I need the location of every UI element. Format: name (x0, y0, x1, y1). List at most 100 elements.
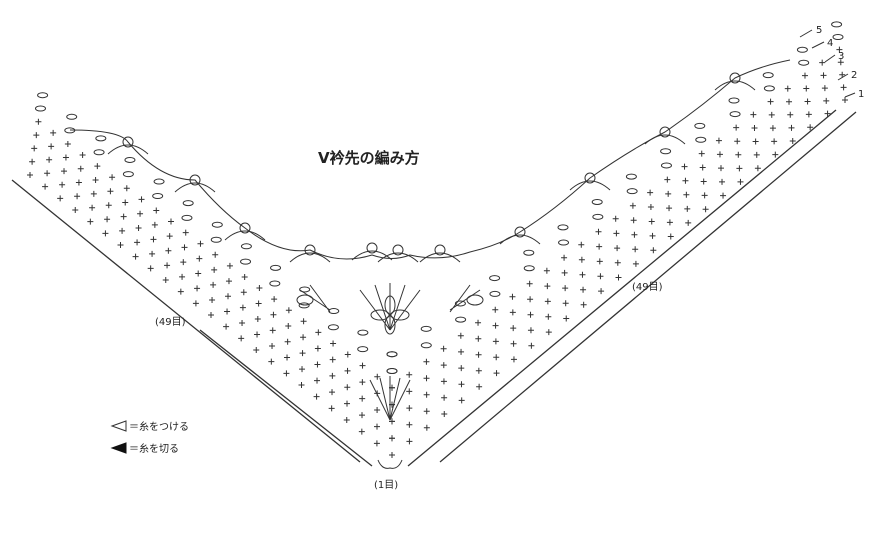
chain-stitch (357, 346, 369, 353)
single-crochet-stitch (314, 377, 321, 384)
single-crochet-stitch (820, 72, 827, 79)
stitch-mark (46, 156, 53, 163)
single-crochet-stitch (595, 228, 602, 235)
single-crochet-stitch (423, 391, 430, 398)
stitch-mark (239, 319, 246, 326)
stitch-mark (736, 165, 743, 172)
stitch-mark (42, 183, 49, 190)
row-number-1: 1 (858, 89, 864, 100)
single-crochet-stitch (253, 347, 260, 353)
single-crochet-stitch (441, 411, 448, 418)
single-crochet-stitch (389, 452, 395, 458)
single-crochet-stitch (632, 260, 639, 267)
single-crochet-stitch (358, 428, 365, 435)
single-crochet-stitch (807, 124, 814, 131)
single-crochet-stitch (166, 233, 173, 240)
single-crochet-stitch (684, 205, 691, 212)
stitch-mark (314, 345, 321, 352)
stitch-mark (423, 391, 430, 398)
filled-triangle-icon (110, 442, 127, 454)
stitch-mark (225, 293, 232, 300)
stitch-mark (182, 229, 189, 236)
single-crochet-stitch (182, 229, 189, 236)
stitch-mark (699, 164, 706, 171)
single-crochet-stitch (285, 322, 292, 329)
single-crochet-stitch (475, 367, 482, 374)
stitch-mark (578, 241, 585, 248)
single-crochet-stitch (510, 325, 517, 332)
stitch-mark (509, 293, 516, 300)
chain-stitch (489, 290, 501, 297)
single-crochet-stitch (359, 395, 366, 402)
stitch-mark (510, 325, 517, 332)
single-crochet-stitch (344, 384, 351, 391)
single-crochet-stitch (208, 312, 214, 318)
single-crochet-stitch (614, 259, 621, 266)
chain-stitch (66, 113, 78, 120)
chain-stitch (558, 239, 570, 246)
single-crochet-stitch (285, 307, 292, 314)
stitch-mark (123, 185, 130, 192)
picot-arch (351, 250, 393, 261)
single-crochet-stitch (359, 362, 366, 369)
single-crochet-stitch (134, 239, 141, 246)
stitch-mark (107, 188, 114, 195)
stitch-mark (440, 362, 447, 369)
chain-stitch (523, 249, 535, 256)
stitch-mark (767, 98, 774, 105)
single-crochet-stitch (787, 111, 794, 118)
single-crochet-stitch (132, 253, 139, 260)
single-crochet-stitch (29, 158, 36, 165)
picot-arch (289, 252, 331, 263)
stitch-mark (269, 343, 276, 350)
stitch-mark (313, 393, 320, 400)
single-crochet-stitch (256, 285, 263, 292)
single-crochet-stitch (751, 125, 758, 132)
single-crochet-stitch (440, 362, 447, 369)
stitch-mark (50, 129, 57, 136)
stitch-rows (27, 21, 848, 458)
stitch-mark (820, 72, 827, 79)
stitch-mark (314, 361, 321, 368)
single-crochet-stitch (596, 243, 603, 250)
single-crochet-stitch (544, 283, 551, 290)
stitch-mark (423, 375, 430, 382)
single-crochet-stitch (561, 269, 568, 276)
stitch-mark (824, 110, 831, 117)
row-number-2: 2 (851, 70, 857, 81)
stitch-mark (59, 181, 66, 188)
legend: ＝糸をつける ＝糸を切る (110, 420, 189, 455)
picot (659, 126, 671, 138)
single-crochet-stitch (629, 202, 636, 209)
picot (729, 72, 741, 84)
single-crochet-stitch (300, 318, 307, 325)
single-crochet-stitch (685, 219, 692, 226)
single-crochet-stitch (789, 137, 796, 144)
stitch-mark (150, 236, 157, 243)
single-crochet-stitch (120, 213, 127, 220)
single-crochet-stitch (458, 348, 465, 355)
chain-stitch (270, 264, 282, 271)
stitch-mark (510, 356, 517, 363)
single-crochet-stitch (510, 356, 517, 363)
chain-stitch (592, 213, 604, 220)
stitch-mark (373, 440, 380, 447)
stitch-mark (562, 285, 569, 292)
single-crochet-stitch (109, 174, 116, 181)
stitch-mark (596, 258, 603, 265)
stitch-mark (612, 215, 619, 222)
single-crochet-stitch (179, 273, 186, 280)
stitch-mark (545, 329, 552, 336)
stitch-mark (527, 296, 534, 303)
single-crochet-stitch (664, 176, 671, 183)
single-crochet-stitch (423, 375, 430, 382)
single-crochet-stitch (842, 97, 848, 103)
stitch-mark (492, 322, 499, 329)
stitch-mark (137, 210, 144, 217)
stitch-mark (685, 219, 692, 226)
stitch-mark (254, 316, 261, 323)
stitch-mark (769, 125, 776, 132)
picot-arch (419, 252, 461, 263)
picot (514, 226, 526, 238)
picot (366, 242, 378, 254)
